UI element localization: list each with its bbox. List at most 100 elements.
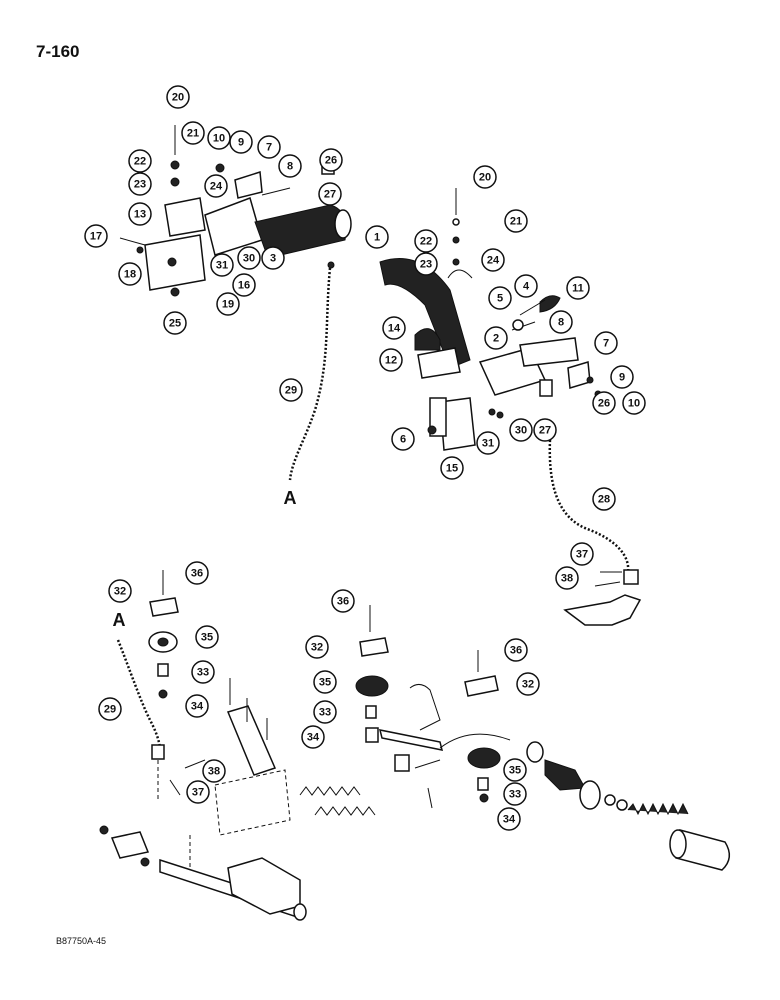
callout-number: 38 [208,766,220,778]
callout-number: 30 [243,253,255,265]
callout-circle [84,224,108,248]
callout-14: 14 [382,316,406,340]
callout-number: 26 [598,398,610,410]
callout-circle [313,670,337,694]
flange-bearing [110,831,150,859]
knob-washer-1 [604,794,616,806]
washer-31-right [488,408,496,416]
cable-28 [548,439,630,573]
clevis-34-center [365,727,379,743]
callout-number: 9 [619,372,625,384]
washer-18 [136,246,144,254]
callout-35: 35 [313,670,337,694]
knob-bezel [526,741,544,763]
callout-number: 5 [497,293,503,305]
callout-24: 24 [204,174,228,198]
reference-marker-label: A [284,488,297,508]
callout-circle [229,130,253,154]
callout-circle [186,780,210,804]
callout-number: 26 [325,155,337,167]
callout-circle [261,246,285,270]
callout-number: 7 [266,142,272,154]
spring-lower-2 [314,806,376,816]
nut-23-upper [170,177,180,187]
lever-handle-end-left [334,209,352,239]
nut-34-left [158,689,168,699]
callout-number: 36 [337,596,349,608]
callout-circle [191,660,215,684]
washer-21-right [452,218,460,226]
callout-30: 30 [509,418,533,442]
nut-23-right [452,258,460,266]
callout-number: 27 [324,189,336,201]
callout-number: 13 [134,209,146,221]
callout-number: 2 [493,333,499,345]
callout-number: 19 [222,299,234,311]
callout-circle [594,331,618,355]
callout-33: 33 [503,782,527,806]
callout-17: 17 [84,224,108,248]
callout-circle [516,672,540,696]
callout-21: 21 [181,121,205,145]
callout-8: 8 [549,310,573,334]
callout-22: 22 [414,229,438,253]
callout-number: 20 [479,172,491,184]
bracket-7-right [519,337,579,367]
callout-27: 27 [318,182,342,206]
clamp-32-center [359,637,389,657]
nut-6 [427,425,437,435]
callout-34: 34 [497,807,521,831]
callout-circle [365,225,389,249]
callout-4: 4 [514,274,538,298]
callout-35: 35 [503,758,527,782]
callout-circle [257,135,281,159]
callout-20: 20 [166,85,190,109]
callout-27: 27 [533,418,557,442]
spacer-33-center [365,705,377,719]
cable-lower-center [409,684,441,731]
callout-circle [622,391,646,415]
callout-circle [128,202,152,226]
callout-number: 33 [319,707,331,719]
nut-9-right [586,376,594,384]
callout-circle [473,165,497,189]
callout-circle [476,431,500,455]
nut-bearing-2 [140,857,150,867]
callout-26: 26 [592,391,616,415]
pin-37-lower [169,779,181,796]
callout-number: 9 [238,137,244,149]
callout-13: 13 [128,202,152,226]
callout-number: 33 [509,789,521,801]
callout-number: 17 [90,231,102,243]
callout-number: 36 [510,645,522,657]
callout-number: 37 [192,787,204,799]
callout-25: 25 [163,311,187,335]
callout-circle [278,154,302,178]
callout-35: 35 [195,625,219,649]
callout-number: 29 [285,385,297,397]
callout-2: 2 [484,326,508,350]
callout-15: 15 [440,456,464,480]
plate-12 [417,347,461,379]
callout-number: 31 [216,260,228,272]
cable-to-knob [439,733,511,749]
cross-shaft-end [293,903,307,921]
callout-number: 11 [572,283,584,295]
callout-21: 21 [504,209,528,233]
callout-7: 7 [257,135,281,159]
callout-circle [379,348,403,372]
pivot-bracket-left [204,197,263,256]
callout-20: 20 [473,165,497,189]
knob-nut [579,780,601,810]
callout-number: 22 [134,156,146,168]
callout-23: 23 [128,172,152,196]
callout-number: 23 [420,259,432,271]
figure-code: B87750A-45 [56,936,107,946]
grommet-35-right [467,747,501,769]
callout-31: 31 [476,431,500,455]
callout-circle [128,149,152,173]
callout-circle [108,579,132,603]
cross-shaft-lever [227,857,301,915]
